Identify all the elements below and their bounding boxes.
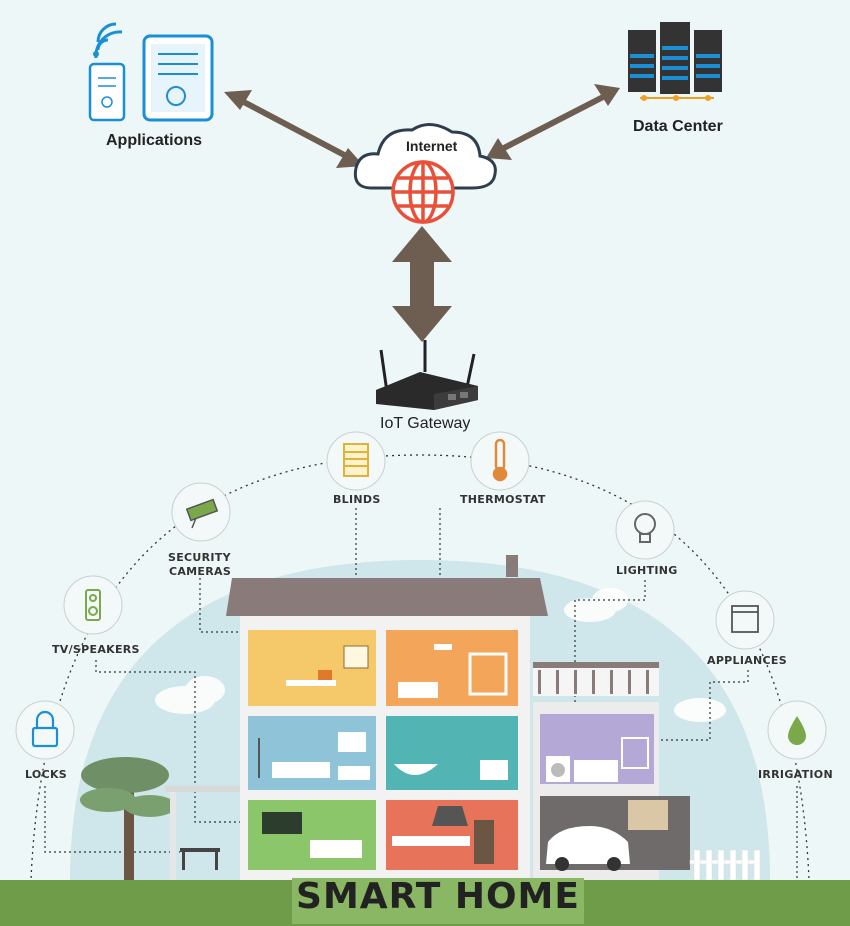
wifi-icon [94,22,123,59]
bulb-icon [634,513,656,543]
banner-plate [292,878,584,924]
lighting-label: LIGHTING [616,564,678,577]
security-cameras-label-line2: CAMERAS [169,565,232,578]
thermometer-icon [492,438,508,482]
tree [80,757,176,880]
phone-icon [88,62,126,122]
arrow-apps-internet [224,90,364,168]
iot-gateway-label: IoT Gateway [380,415,471,432]
blinds-icon [343,443,369,477]
camera-icon [185,498,219,529]
internet-label: Internet [406,138,458,154]
applications-label: Applications [106,132,203,149]
tablet-icon [142,34,214,122]
irrigation-label: IRRIGATION [758,768,833,781]
appliances-label: APPLIANCES [707,654,787,667]
arrow-internet-gateway [392,226,452,342]
router-icon [376,340,478,410]
thermostat-label: THERMOSTAT [460,493,546,506]
server-icon [628,22,722,101]
device-arc [29,454,811,926]
data-center-label: Data Center [633,118,723,135]
locks-label: LOCKS [25,768,67,781]
house [226,555,548,880]
speaker-icon [85,589,101,621]
security-cameras-label-line1: SECURITY [168,551,231,564]
leader-lines [44,508,798,890]
fence [689,849,761,881]
drop-icon [788,716,806,745]
appliance-icon [731,605,759,633]
globe-icon [391,160,455,224]
house-wing [533,662,690,880]
lock-icon [31,710,59,748]
blinds-label: BLINDS [333,493,381,506]
porch [165,786,245,880]
tv-speakers-label: TV/SPEAKERS [52,643,140,656]
smart-home-banner: SMART HOME [296,876,580,917]
arrow-datacenter-internet [486,84,620,160]
device-rings [15,431,827,760]
cloud-icon [353,123,497,190]
